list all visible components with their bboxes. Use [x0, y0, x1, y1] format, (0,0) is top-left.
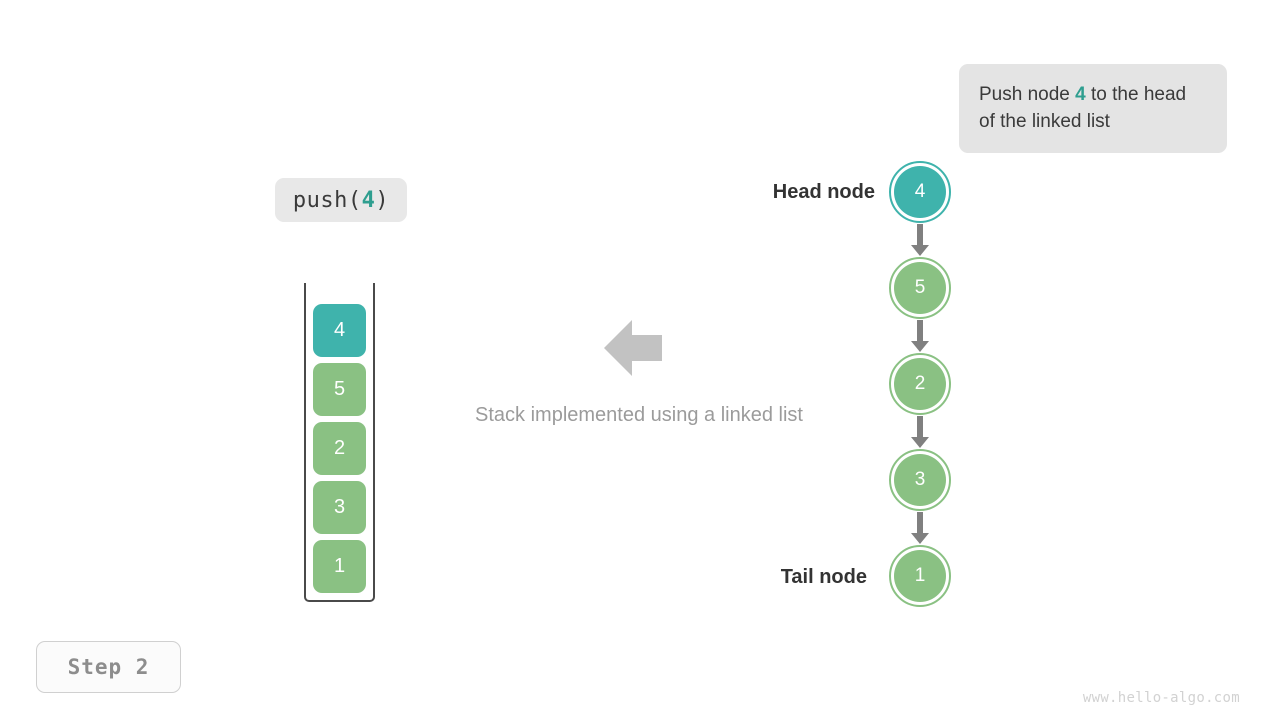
step-badge: Step 2 — [36, 641, 181, 693]
linked-list-node: 3 — [889, 449, 951, 511]
linked-list-node: 2 — [889, 353, 951, 415]
operation-suffix: ) — [375, 187, 390, 213]
callout-text-before: Push node — [979, 84, 1076, 105]
left-block-arrow-icon — [602, 318, 664, 378]
stack-cell: 1 — [313, 540, 366, 593]
linked-list-node: 1 — [889, 545, 951, 607]
tail-node-label: Tail node — [780, 566, 867, 588]
stack-cell-value: 3 — [333, 496, 346, 518]
diagram-caption-text: Stack implemented using a linked list — [475, 404, 803, 426]
linked-list-arrow-icon — [911, 416, 929, 448]
stack-cell: 5 — [313, 363, 366, 416]
linked-list: 4 5 2 3 1 — [860, 150, 1020, 620]
stack-cell-value: 4 — [333, 319, 346, 341]
stack-container: 4 5 2 3 1 — [304, 283, 375, 602]
stack-cell-value: 5 — [333, 378, 346, 400]
linked-list-arrow-icon — [911, 320, 929, 352]
callout-tooltip: Push node 4 to the head of the linked li… — [959, 64, 1227, 153]
stack-cell: 2 — [313, 422, 366, 475]
linked-list-node-value: 4 — [894, 166, 946, 218]
linked-list-node: 4 — [889, 161, 951, 223]
linked-list-node: 5 — [889, 257, 951, 319]
callout-text-after: to the head of the linked list — [979, 84, 1187, 132]
stack-cell: 3 — [313, 481, 366, 534]
stack-cell: 4 — [313, 304, 366, 357]
linked-list-node-value: 5 — [894, 262, 946, 314]
linked-list-node-value: 1 — [894, 550, 946, 602]
head-node-label: Head node — [772, 181, 875, 203]
operation-chip: push(4) — [275, 178, 407, 222]
stack-cell-value: 2 — [333, 437, 346, 459]
stack-cell-value: 1 — [333, 555, 346, 577]
linked-list-arrow-icon — [911, 512, 929, 544]
linked-list-arrow-icon — [911, 224, 929, 256]
operation-prefix: push( — [292, 187, 362, 213]
callout-highlight-value: 4 — [1075, 84, 1086, 105]
linked-list-node-value: 3 — [894, 454, 946, 506]
linked-list-node-value: 2 — [894, 358, 946, 410]
watermark: www.hello-algo.com — [1082, 690, 1240, 706]
operation-value: 4 — [361, 187, 376, 213]
diagram-caption: Stack implemented using a linked list — [0, 404, 1280, 427]
